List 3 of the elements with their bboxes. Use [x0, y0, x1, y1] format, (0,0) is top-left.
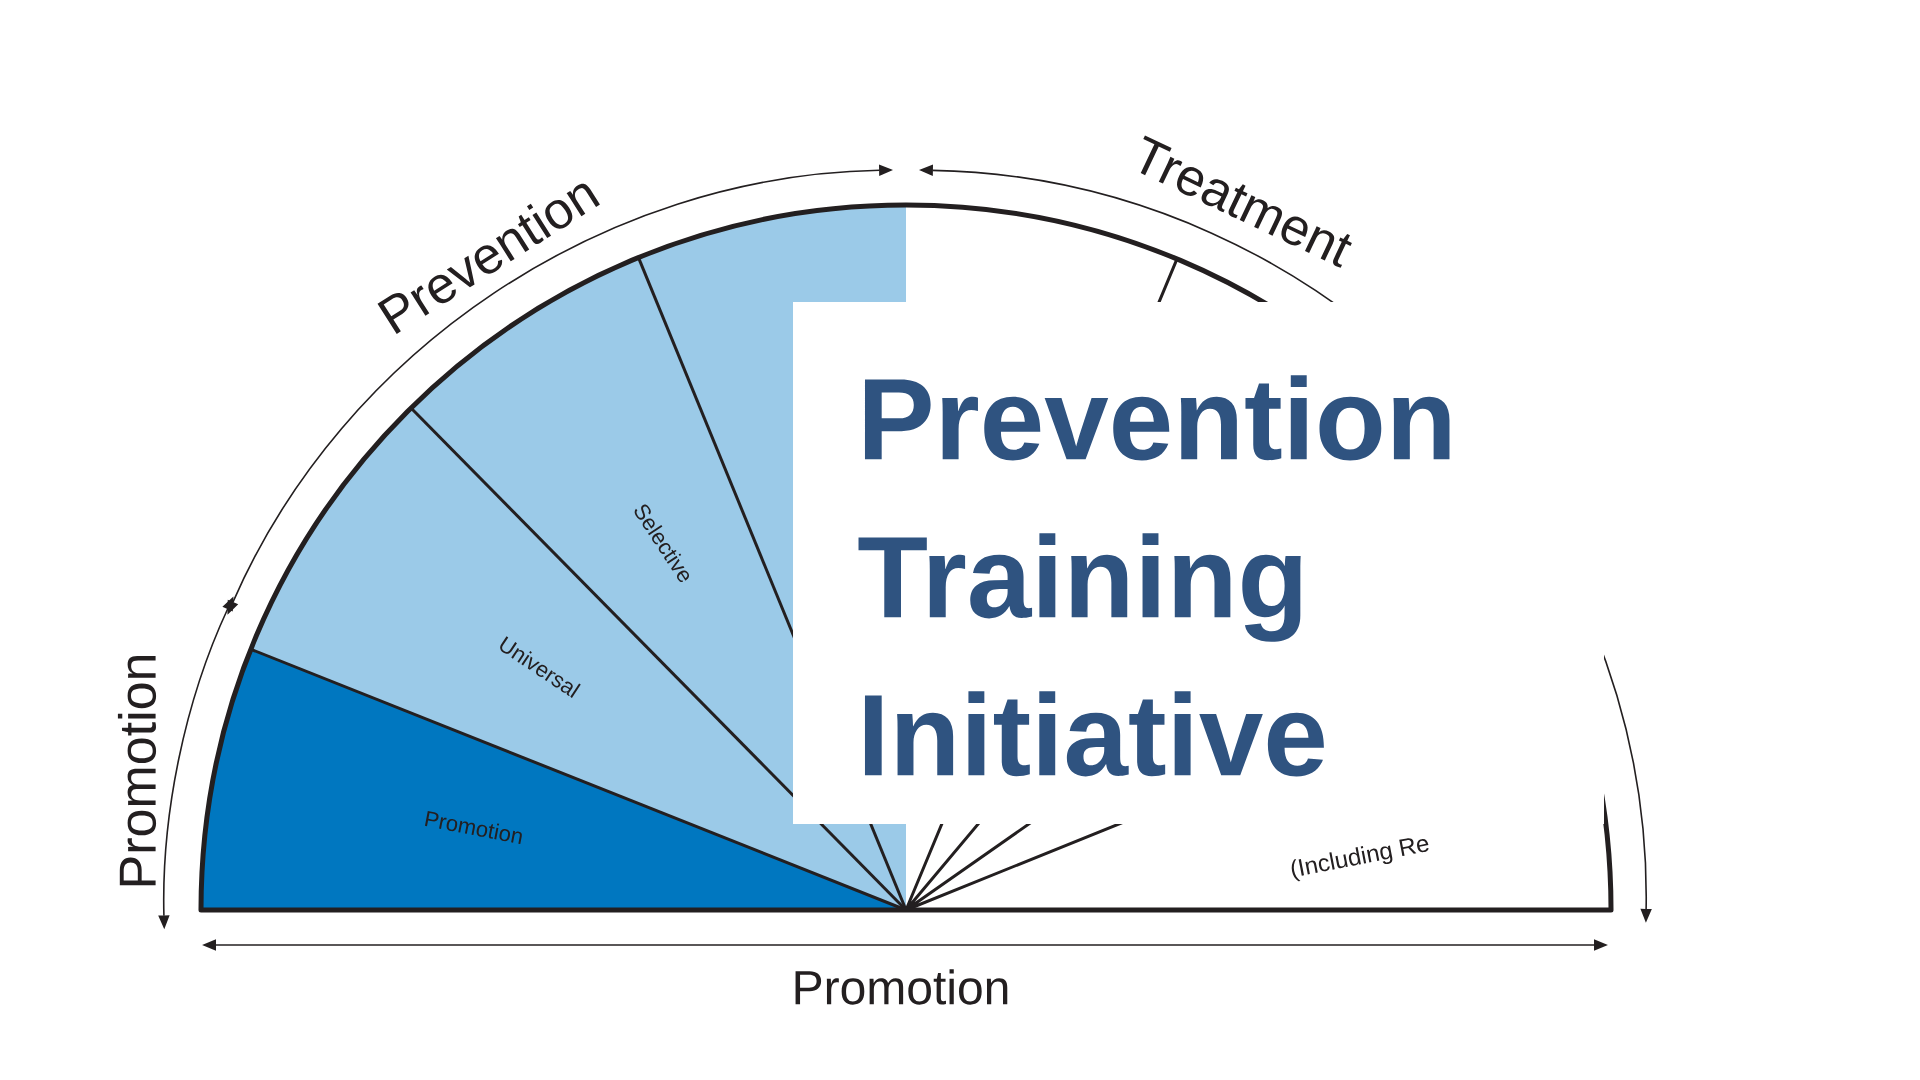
range-label: Promotion	[795, 969, 1008, 1005]
wedge-label: (Including Re	[1291, 838, 1429, 882]
range-label: Promotion	[117, 655, 157, 886]
